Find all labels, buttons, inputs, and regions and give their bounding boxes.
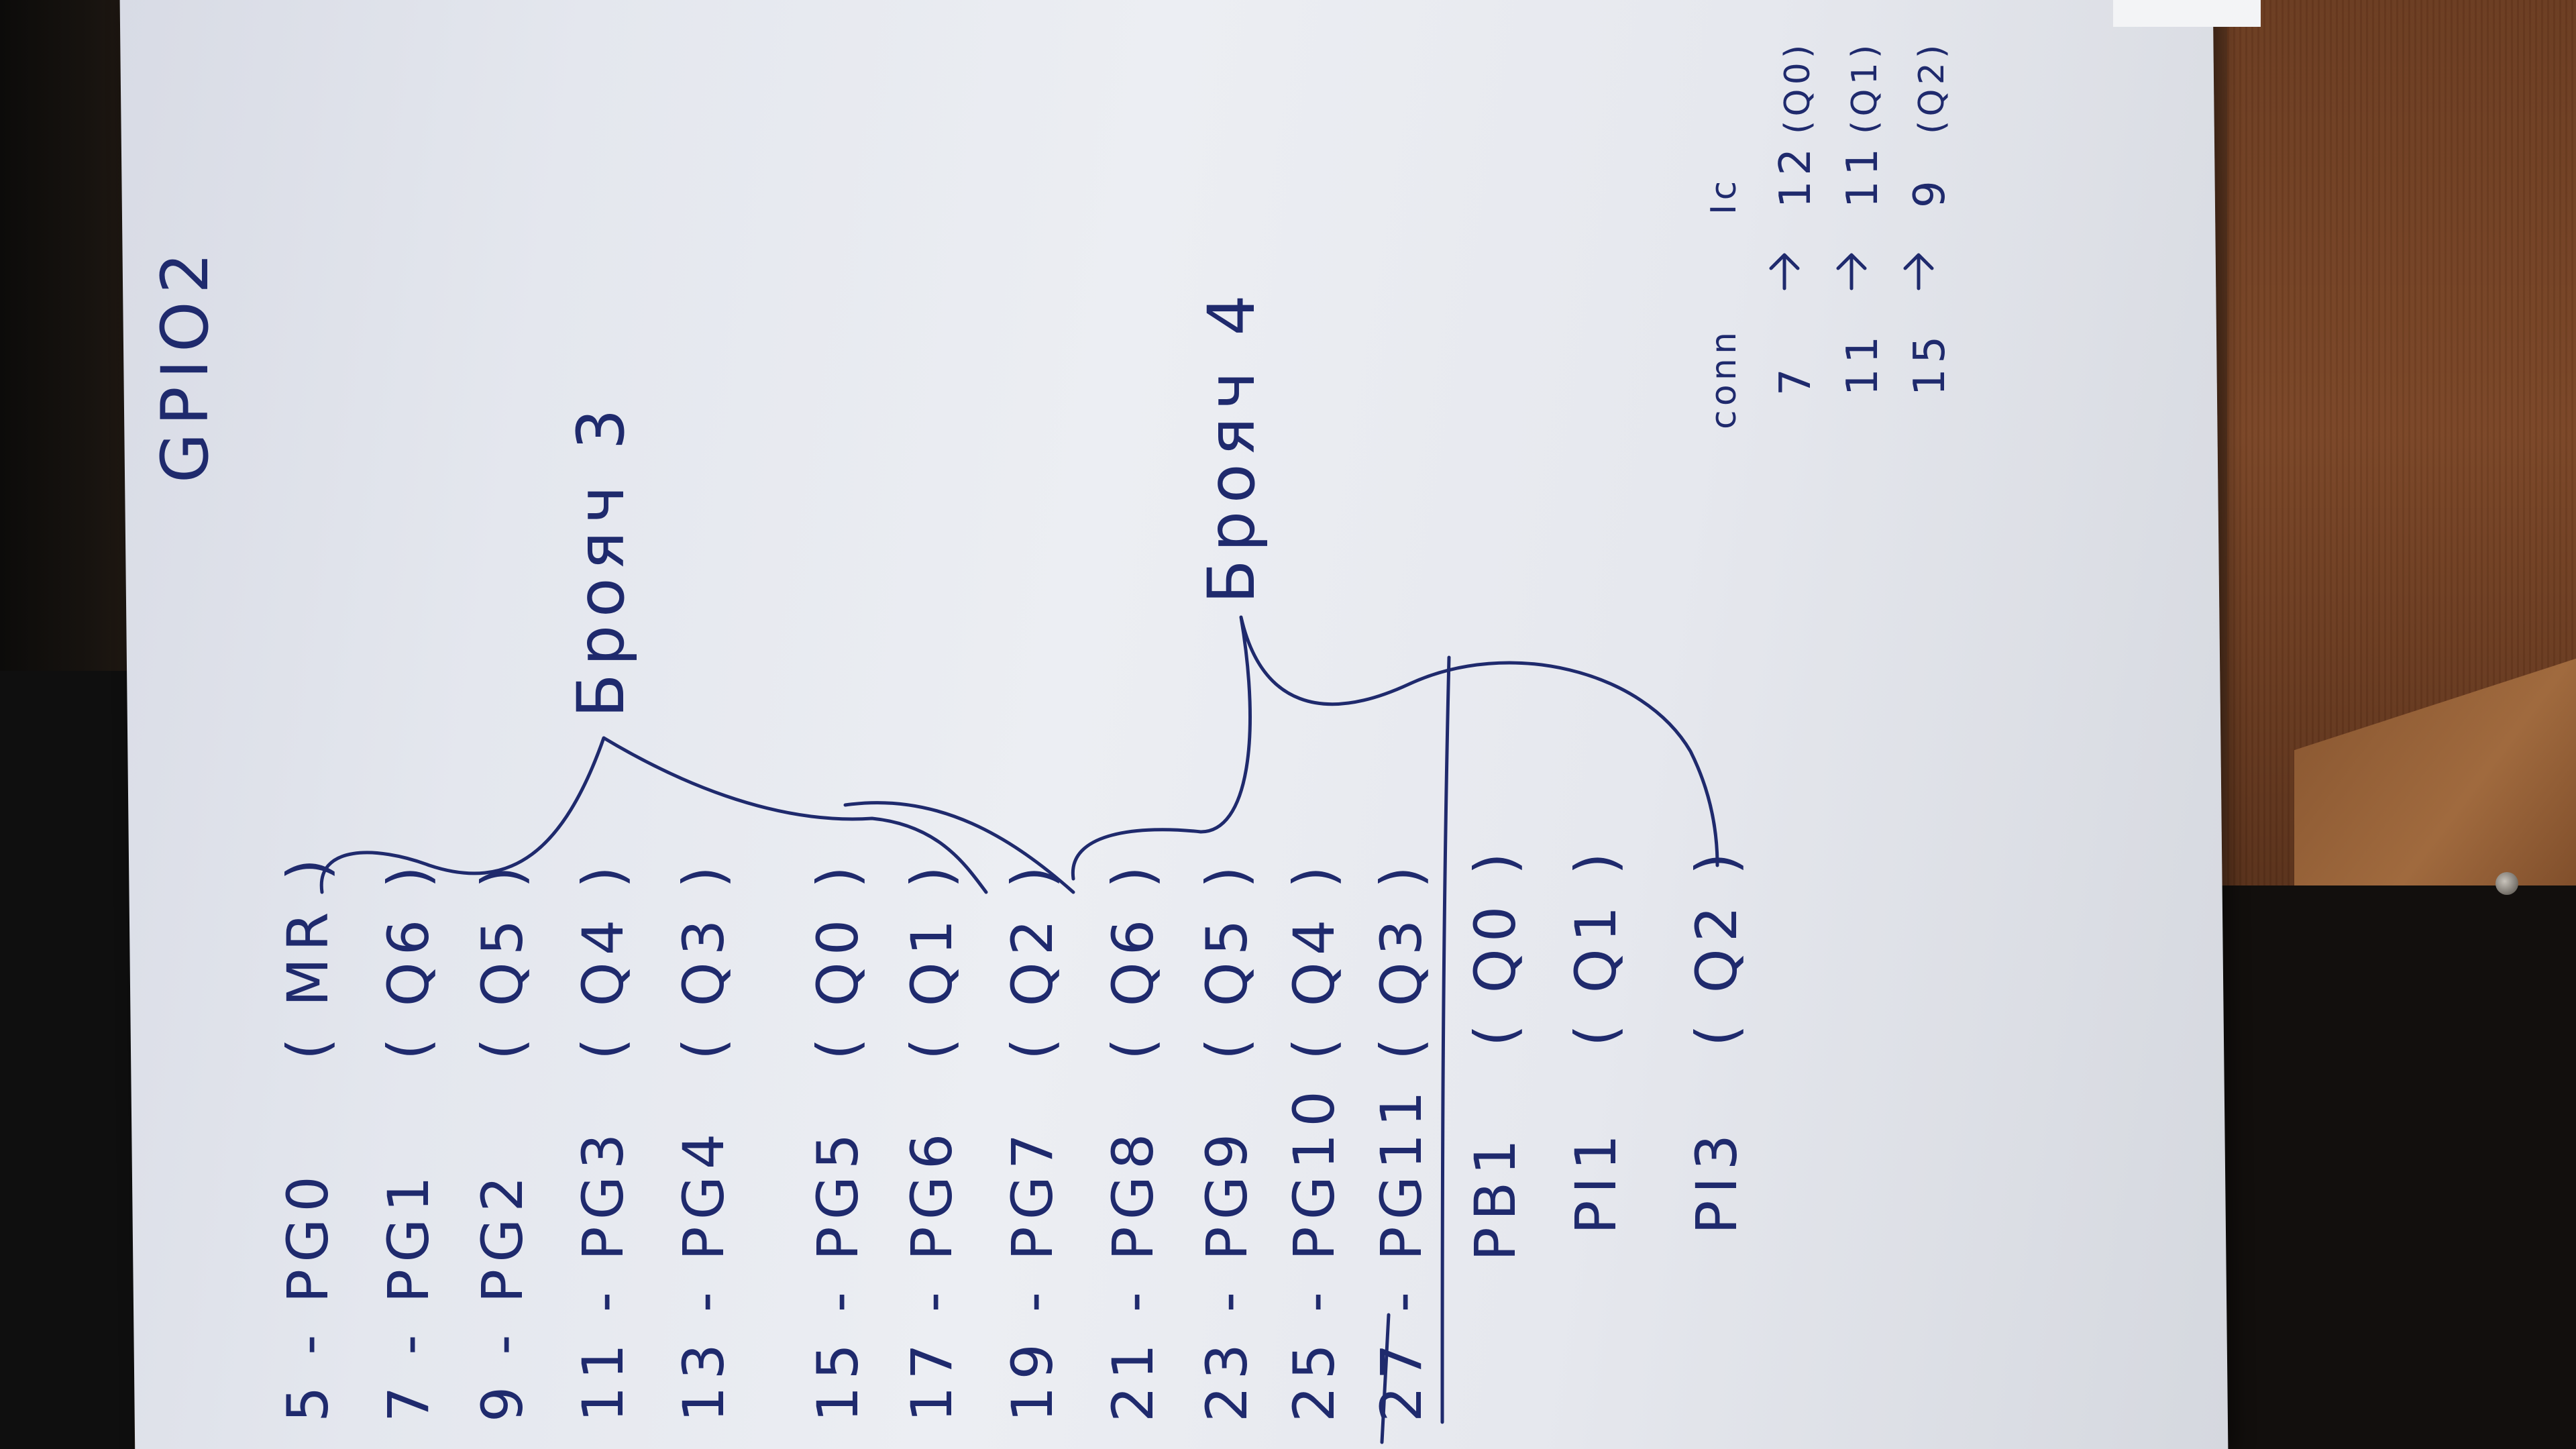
brace-group-3 [319,736,988,894]
screw-icon [2496,872,2518,895]
arrow-1 [1769,253,1800,290]
arrow-2 [1836,253,1867,290]
keyboard-edge [0,671,134,1449]
paper-corner [2113,0,2261,27]
divider-line [1440,655,1451,1424]
dark-object [2174,885,2576,1449]
brace-group-4 [1071,615,1719,881]
arrow-3 [1903,253,1934,290]
underline-27 [1380,1313,1391,1444]
brace-group-3-tail [843,801,1075,894]
